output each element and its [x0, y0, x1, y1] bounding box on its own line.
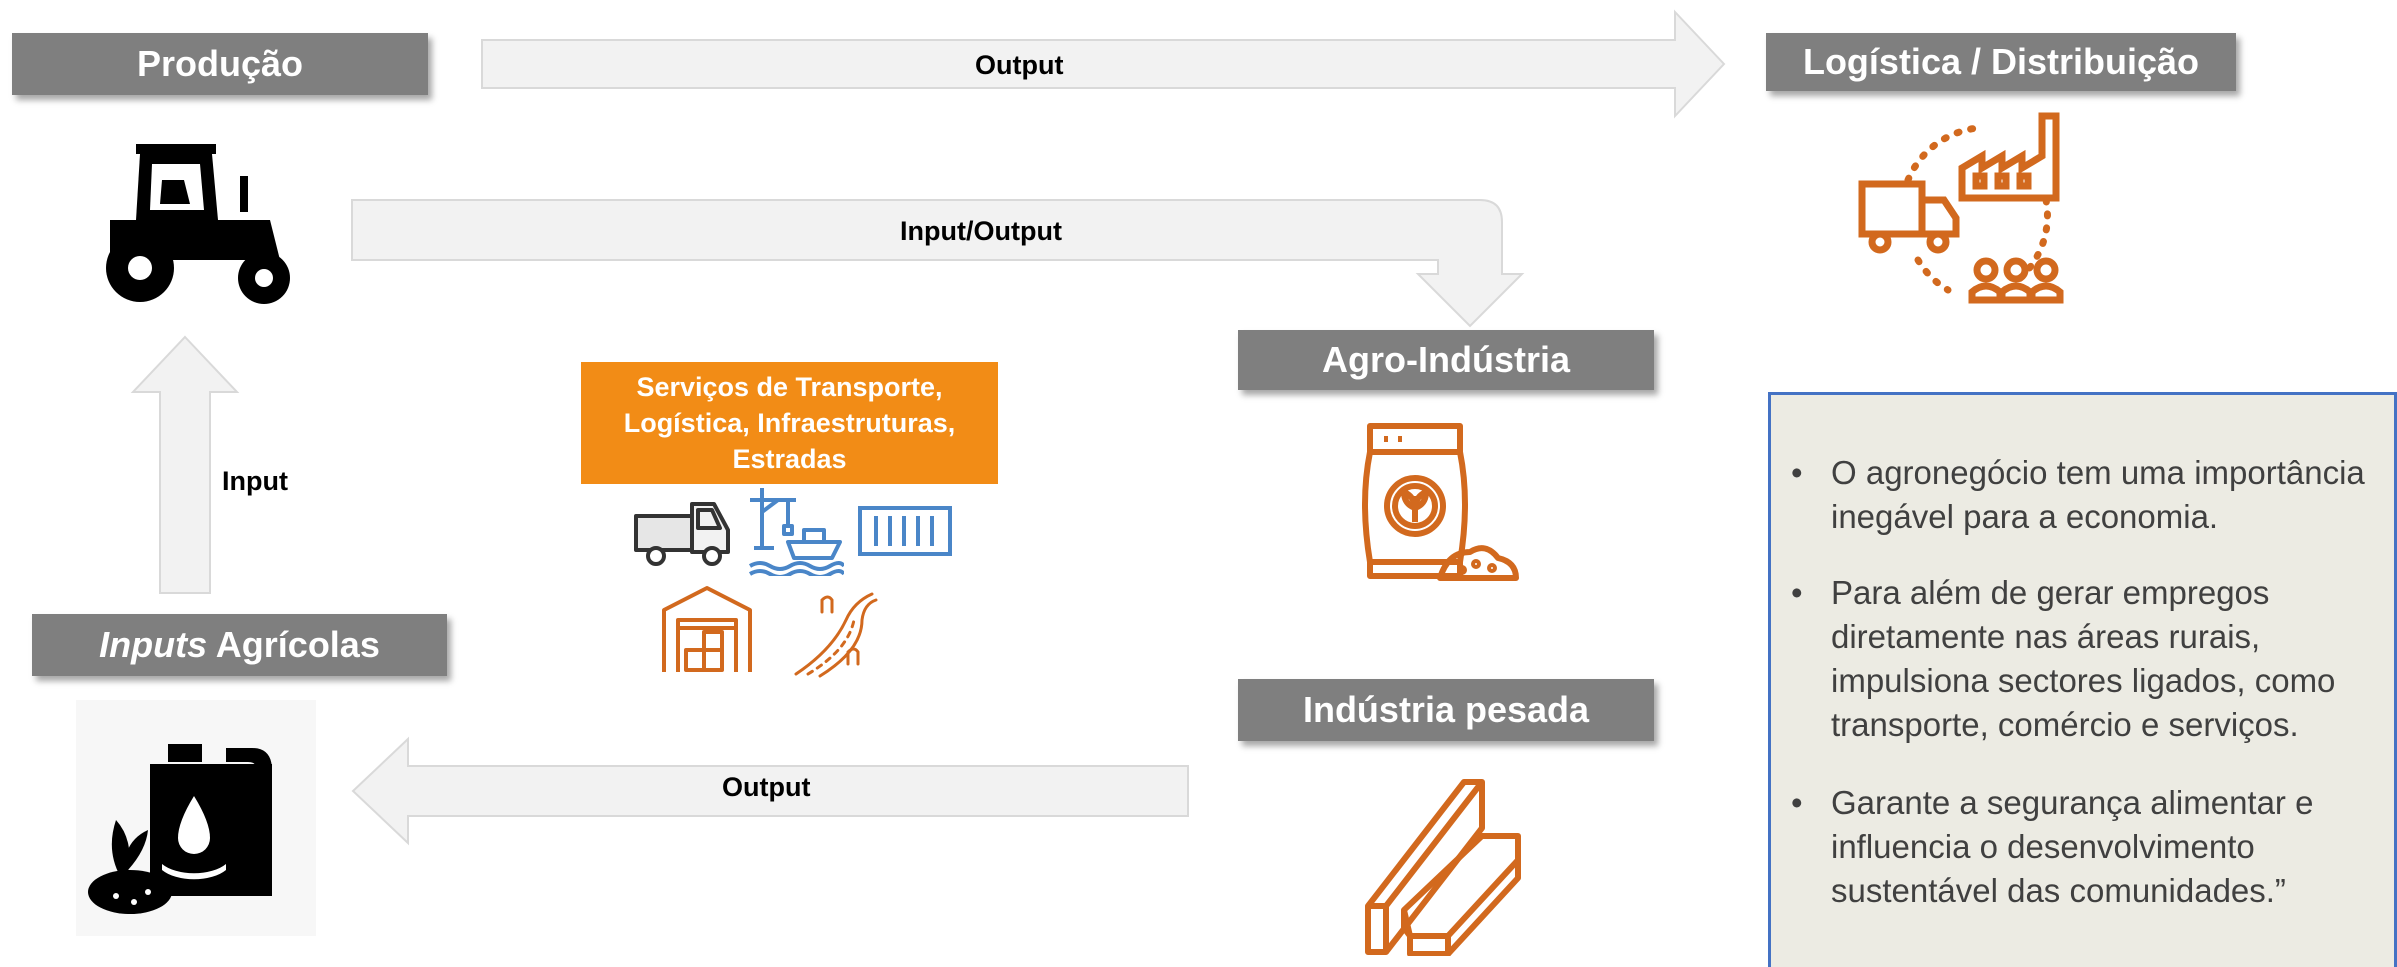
services-box: Serviços de Transporte, Logística, Infra…: [581, 362, 998, 484]
node-industria-pesada-label: Indústria pesada: [1302, 689, 1590, 730]
info-bullet-3: • Garante a segurança alimentar e influe…: [1791, 781, 2391, 913]
node-agro-industria-label: Agro-Indústria: [1322, 339, 1570, 380]
input-arrow-up-label: Input: [222, 466, 288, 496]
node-producao-label: Produção: [136, 43, 304, 84]
port-crane-ship-icon: [748, 488, 844, 576]
info-bullet-3-text: Garante a segurança alimentar e influenc…: [1831, 784, 2314, 909]
node-logistica: Logística / Distribuição: [1766, 33, 2236, 91]
services-line-3: Estradas: [732, 444, 847, 474]
logistics-network-icon: [1858, 112, 2064, 304]
node-inputs-agricolas: Inputs Agrícolas: [32, 614, 447, 676]
bullet-dot-icon: •: [1791, 574, 1803, 611]
bullet-dot-icon: •: [1791, 784, 1803, 821]
warehouse-icon: [662, 586, 752, 672]
fertilizer-canister-icon: [76, 700, 316, 936]
input-output-arrow-label: Input/Output: [900, 216, 1062, 246]
node-agro-industria: Agro-Indústria: [1238, 330, 1654, 390]
output-arrow-top-label: Output: [975, 50, 1064, 80]
info-bullet-2-text: Para além de gerar empregos diretamente …: [1831, 574, 2336, 743]
container-icon: [858, 506, 952, 556]
output-arrow-bottom: [351, 736, 1189, 846]
node-logistica-label: Logística / Distribuição: [1802, 41, 2200, 82]
output-arrow-top: [481, 9, 1726, 119]
node-industria-pesada: Indústria pesada: [1238, 679, 1654, 741]
bullet-dot-icon: •: [1791, 454, 1803, 491]
services-line-2: Logística, Infraestruturas,: [623, 408, 956, 438]
info-bullet-2: • Para além de gerar empregos diretament…: [1791, 571, 2391, 747]
node-producao: Produção: [12, 33, 428, 95]
output-arrow-bottom-label: Output: [722, 772, 811, 802]
info-bullet-1: • O agronegócio tem uma importância ineg…: [1791, 451, 2391, 539]
tractor-icon: [106, 144, 290, 304]
input-output-arrow: [351, 199, 1525, 328]
truck-icon: [634, 502, 730, 566]
services-line-1: Serviços de Transporte,: [636, 372, 943, 402]
info-bullet-1-text: O agronegócio tem uma importância inegáv…: [1831, 454, 2365, 535]
steel-beam-icon: [1365, 779, 1521, 956]
road-icon: [794, 592, 878, 678]
node-inputs-agricolas-italic: Inputs: [99, 624, 208, 665]
node-inputs-agricolas-label: Agrícolas: [207, 624, 380, 665]
input-arrow-up: [130, 335, 240, 594]
feed-bag-icon: [1362, 423, 1519, 581]
info-box: • O agronegócio tem uma importância ineg…: [1768, 392, 2397, 967]
